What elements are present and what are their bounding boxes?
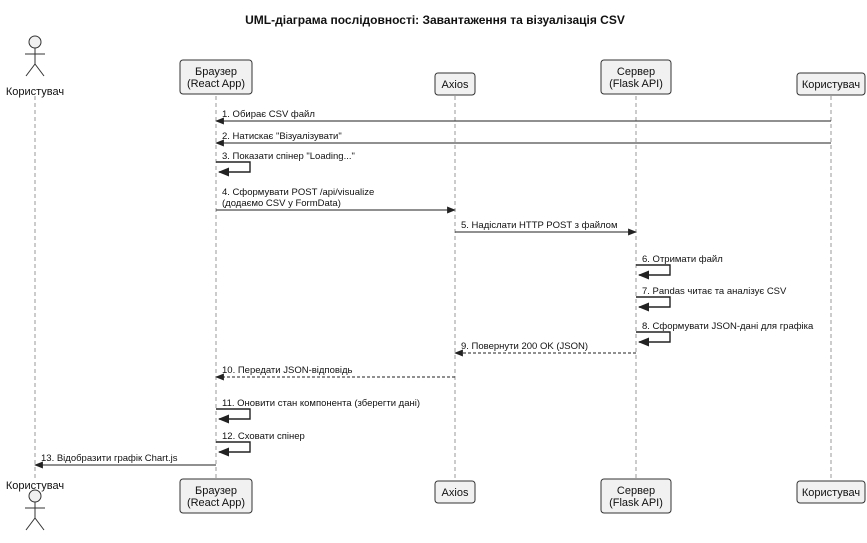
participant-user2-bottom: Користувач [796, 480, 866, 504]
message-label: 7. Pandas читає та аналізує CSV [642, 286, 787, 297]
participant-box [179, 59, 253, 95]
message-12: 12. Сховати спінер [216, 431, 305, 457]
message-3: 3. Показати спінер "Loading..." [216, 151, 355, 177]
actor-leg-icon [25, 517, 36, 531]
participant-label: (React App) [187, 78, 245, 90]
participant-label: Сервер [617, 485, 655, 497]
lifelines [34, 96, 832, 480]
message-arrow [216, 161, 251, 177]
message-5: 5. Надіслати HTTP POST з файлом [455, 220, 637, 236]
message-arrow [636, 331, 671, 347]
messages: 1. Обирає CSV файл 2. Натискає "Візуалізу… [34, 109, 831, 469]
message-2: 2. Натискає "Візуалізувати" [215, 131, 831, 147]
participant-axios-bottom: Axios [434, 480, 476, 504]
message-label: 9. Повернути 200 OK (JSON) [461, 341, 588, 352]
actor-head-icon [28, 35, 42, 49]
participant-label: Користувач [6, 480, 64, 492]
participant-box [434, 72, 476, 96]
message-7: 7. Pandas читає та аналізує CSV [636, 286, 787, 312]
message-label: 3. Показати спінер "Loading..." [222, 151, 355, 162]
message-label: 10. Передати JSON-відповідь [222, 365, 353, 376]
participant-user2-top: Користувач [796, 72, 866, 96]
participant-box [796, 72, 866, 96]
participant-box [179, 478, 253, 514]
participant-axios-top: Axios [434, 72, 476, 96]
participant-server-bottom: Сервер(Flask API) [600, 478, 672, 514]
message-4: 4. Сформувати POST /api/visualize(додаєм… [216, 187, 456, 214]
message-11: 11. Оновити стан компонента (зберегти да… [216, 398, 420, 424]
message-label: 8. Сформувати JSON-дані для графіка [642, 321, 814, 332]
participant-box [600, 478, 672, 514]
actor-leg-icon [34, 517, 45, 531]
message-label: 4. Сформувати POST /api/visualize [222, 187, 374, 198]
participant-label: Браузер [195, 485, 237, 497]
participant-label: (Flask API) [609, 78, 663, 90]
message-arrow [216, 408, 251, 424]
message-9: 9. Повернути 200 OK (JSON) [454, 341, 636, 357]
message-8: 8. Сформувати JSON-дані для графіка [636, 321, 814, 347]
participant-box [796, 480, 866, 504]
participant-label: (Flask API) [609, 497, 663, 509]
diagram-title: UML-діаграма послідовності: Завантаження… [245, 13, 625, 27]
message-arrow [636, 264, 671, 280]
participant-label: Користувач [802, 79, 860, 91]
participant-label: Axios [442, 487, 469, 499]
actor-user-bottom: Користувач [6, 480, 64, 531]
message-label: 12. Сховати спінер [222, 431, 305, 442]
participant-browser-top: Браузер(React App) [179, 59, 253, 95]
message-6: 6. Отримати файл [636, 254, 723, 280]
message-10: 10. Передати JSON-відповідь [215, 365, 455, 381]
message-label: 6. Отримати файл [642, 254, 723, 265]
message-1: 1. Обирає CSV файл [215, 109, 831, 125]
message-label: 1. Обирає CSV файл [222, 109, 315, 120]
participant-label: Axios [442, 79, 469, 91]
message-label: (додаємо CSV у FormData) [222, 198, 341, 209]
message-label: 13. Відобразити графік Chart.js [41, 453, 178, 464]
actor-leg-icon [34, 63, 45, 77]
participant-server-top: Сервер(Flask API) [600, 59, 672, 95]
actor-leg-icon [25, 63, 36, 77]
participant-label: Користувач [6, 86, 64, 98]
message-label: 11. Оновити стан компонента (зберегти да… [222, 398, 420, 409]
message-arrow [636, 296, 671, 312]
message-label: 5. Надіслати HTTP POST з файлом [461, 220, 618, 231]
participant-box [600, 59, 672, 95]
message-arrow [216, 441, 251, 457]
message-13: 13. Відобразити графік Chart.js [34, 453, 216, 469]
participant-label: Користувач [802, 487, 860, 499]
participant-label: Сервер [617, 66, 655, 78]
message-label: 2. Натискає "Візуалізувати" [222, 131, 342, 142]
participant-label: (React App) [187, 497, 245, 509]
participant-browser-bottom: Браузер(React App) [179, 478, 253, 514]
actor-user-top: Користувач [6, 35, 64, 98]
participant-box [434, 480, 476, 504]
participant-label: Браузер [195, 66, 237, 78]
